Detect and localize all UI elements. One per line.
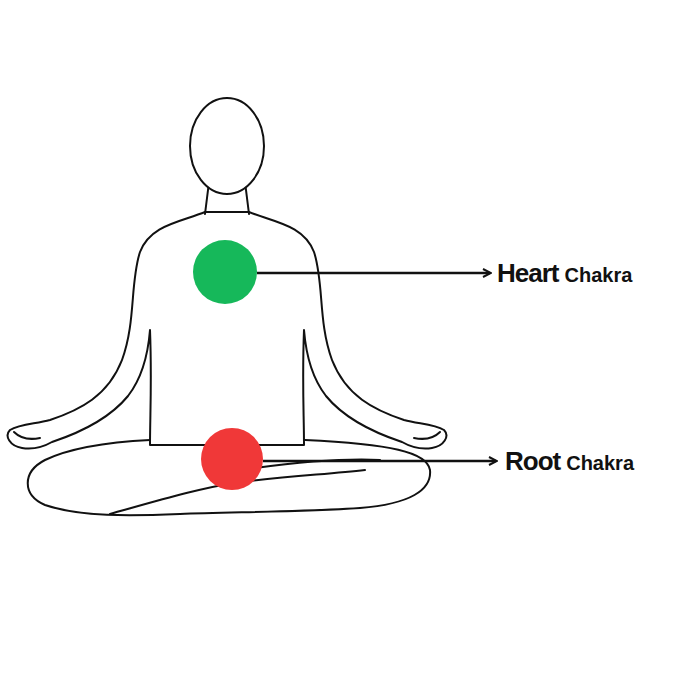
leader-arrow xyxy=(257,272,490,275)
label-group: Heart Chakra xyxy=(497,258,632,289)
chakra-word: Chakra xyxy=(564,264,632,287)
chakra-name: Root xyxy=(505,446,560,477)
label-group: Root Chakra xyxy=(505,446,634,477)
chakra-word: Chakra xyxy=(566,452,634,475)
root-dot xyxy=(201,428,263,490)
heart-dot xyxy=(193,240,257,304)
chakra-name: Heart xyxy=(497,258,558,289)
leader-arrow xyxy=(263,460,496,463)
